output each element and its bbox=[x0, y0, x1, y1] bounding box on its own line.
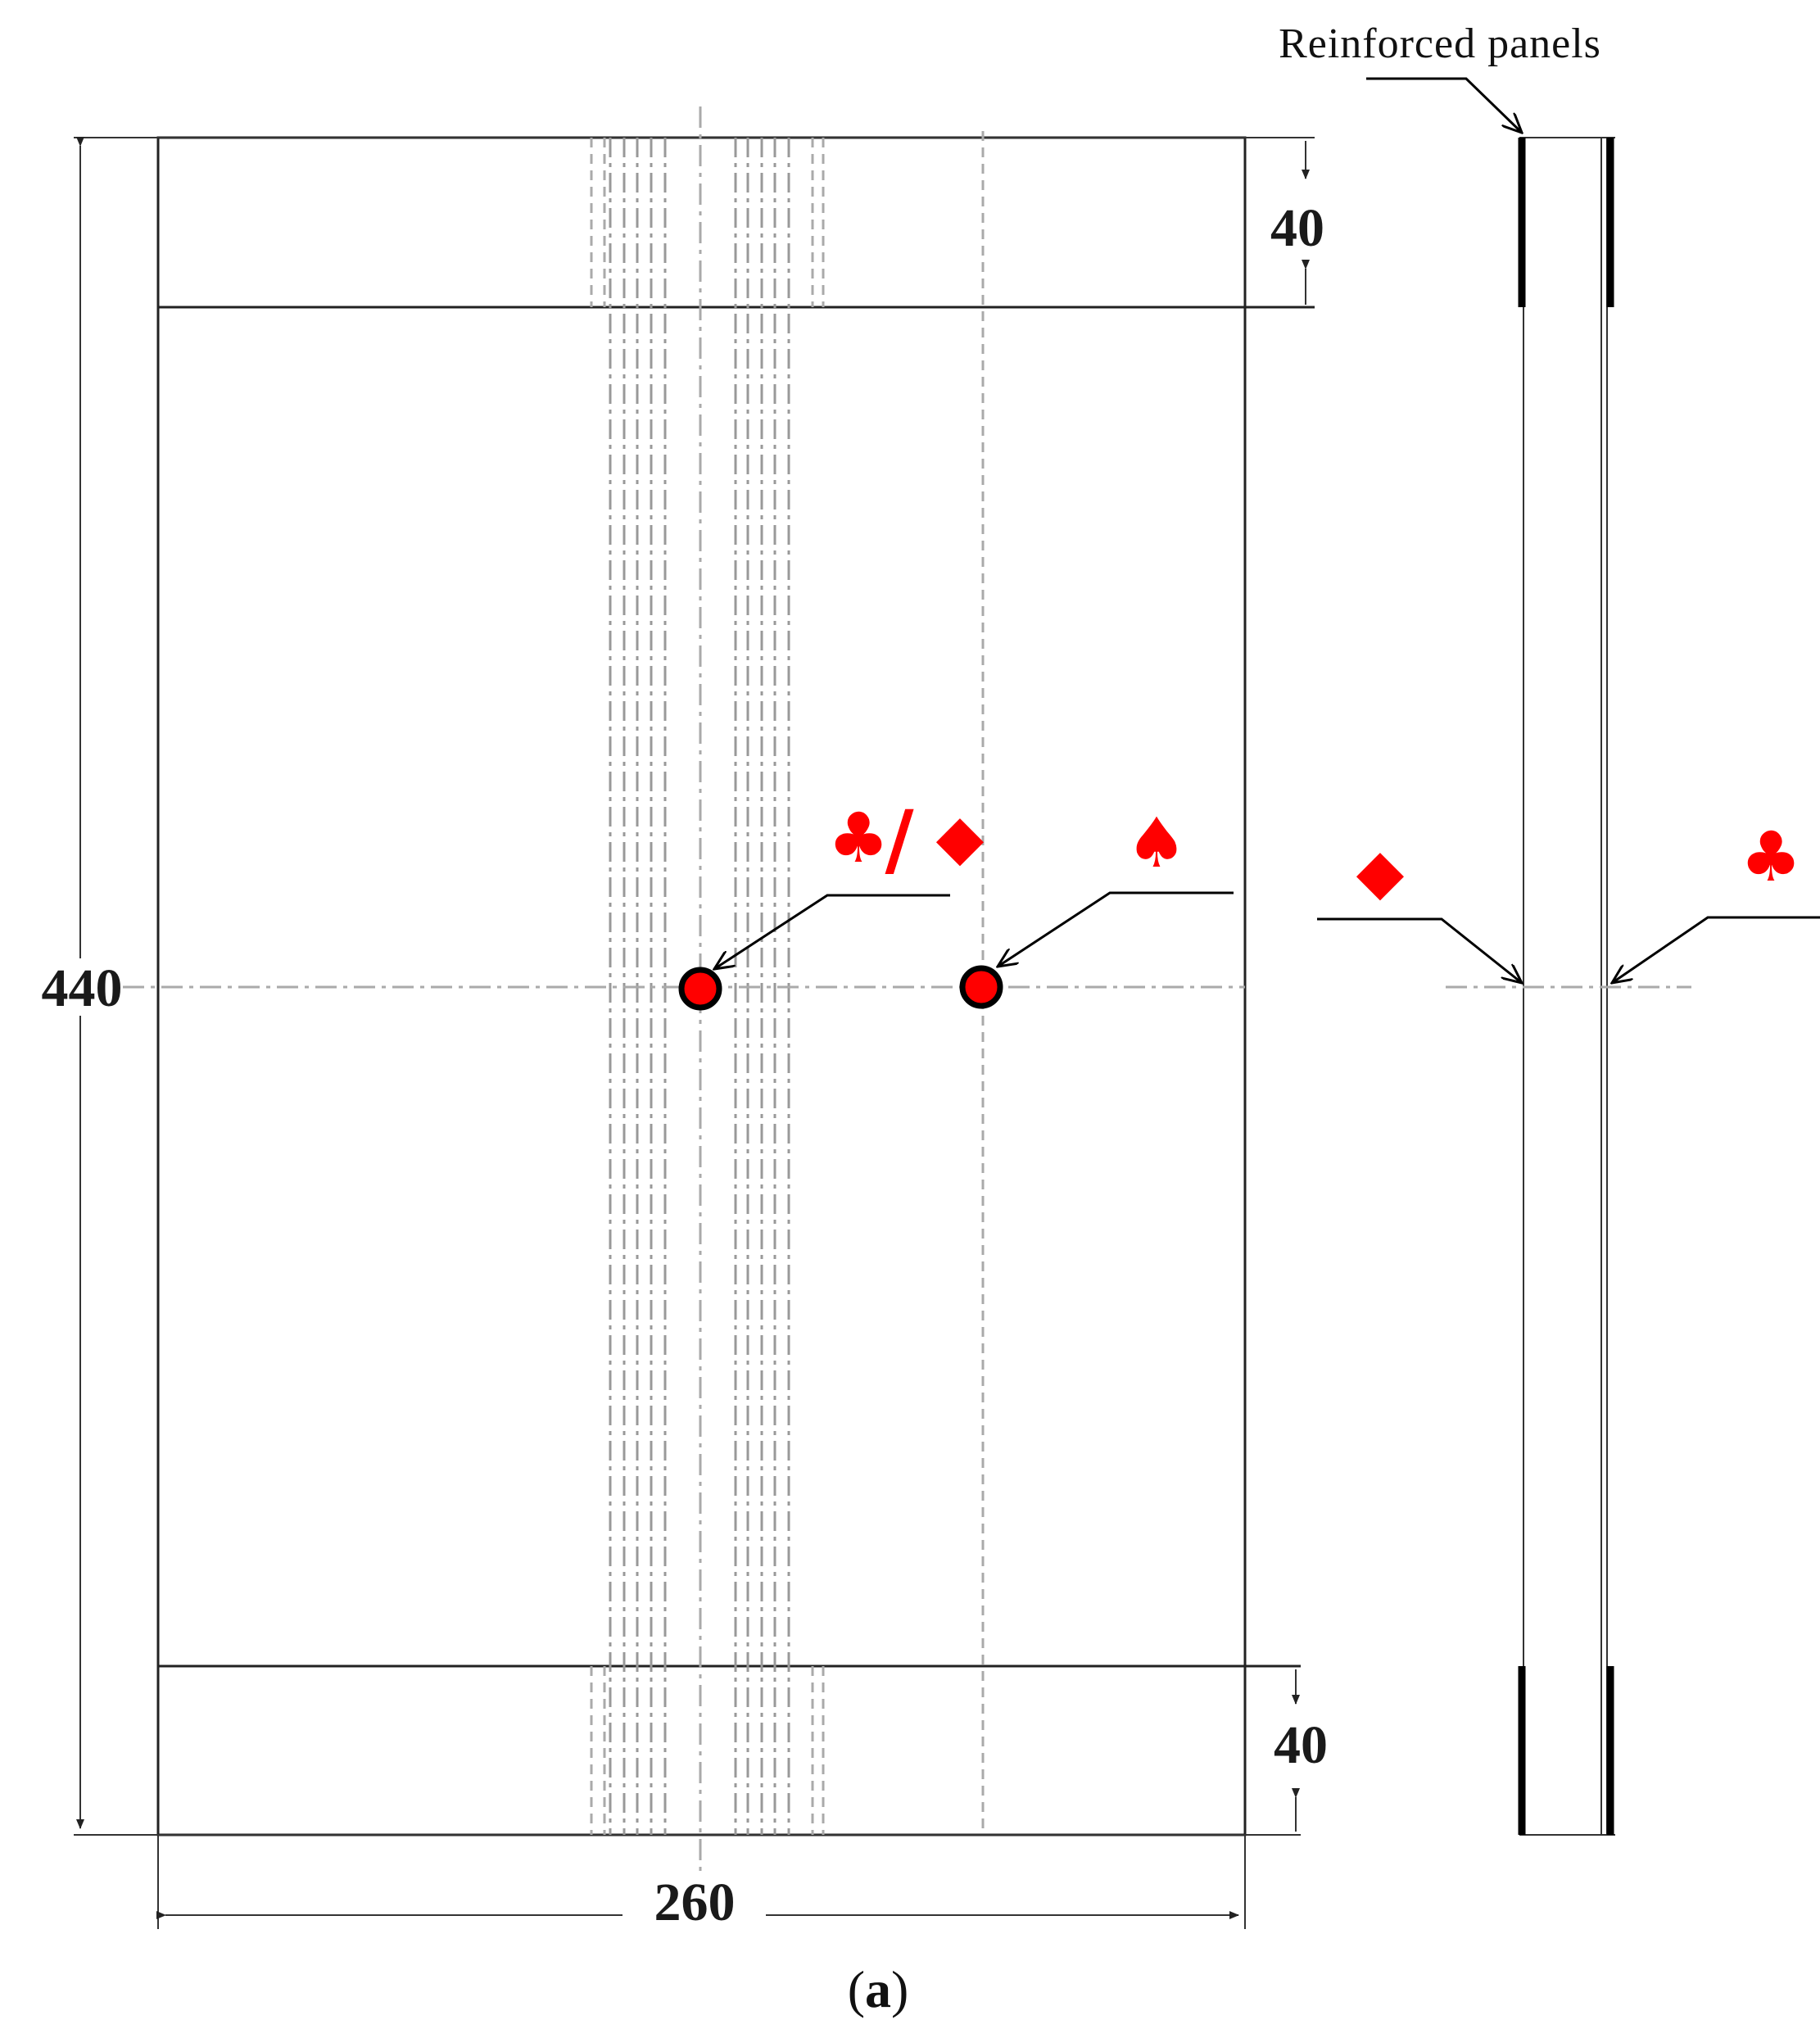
reinforced-panels-leader bbox=[1366, 77, 1522, 133]
leader-center bbox=[714, 894, 950, 969]
height-dimension-label: 440 bbox=[42, 958, 123, 1018]
gauge-point-center bbox=[678, 967, 722, 1011]
leader-offset bbox=[998, 891, 1234, 967]
spade-icon: ♠ bbox=[1125, 803, 1187, 883]
top-tab-fibers bbox=[590, 138, 825, 307]
side-club-icon: ♣ bbox=[1740, 817, 1801, 897]
side-club-leader bbox=[1612, 916, 1820, 983]
caption-letter: a bbox=[865, 1960, 891, 2018]
caption-open: ( bbox=[848, 1960, 865, 2018]
club-icon: ♣ bbox=[827, 798, 889, 878]
gauge-point-offset bbox=[959, 965, 1003, 1009]
reinforced-panels-label: Reinforced panels bbox=[1279, 20, 1601, 67]
caption-close: ) bbox=[891, 1960, 908, 2018]
width-dimension-label: 260 bbox=[654, 1873, 736, 1932]
slash-symbol: / bbox=[885, 794, 914, 885]
figure-caption: (a) bbox=[848, 1960, 909, 2018]
bottom-tab-dimension-label: 40 bbox=[1274, 1715, 1328, 1775]
bottom-tab-fibers bbox=[590, 1666, 825, 1835]
diamond-icon: ◆ bbox=[936, 800, 985, 873]
side-view: Reinforced panels ◆ ♣ bbox=[1279, 20, 1820, 1836]
front-view: 440 40 40 260 ♣ / ◆ ♠ bbox=[42, 106, 1328, 1932]
side-diamond-leader bbox=[1317, 917, 1522, 983]
side-diamond-icon: ◆ bbox=[1356, 835, 1405, 908]
top-tab-dimension-label: 40 bbox=[1270, 198, 1324, 258]
